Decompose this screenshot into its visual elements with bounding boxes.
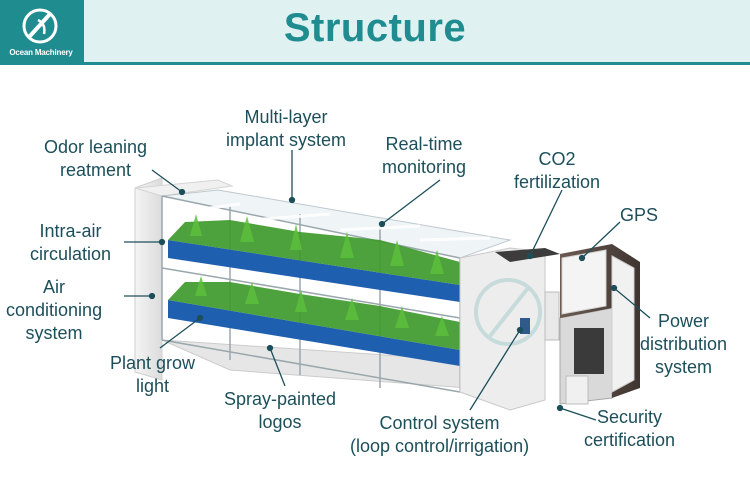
logo-badge	[0, 0, 84, 64]
label-spray-painted-logos: Spray-painted logos	[224, 389, 337, 432]
upper-plants	[168, 220, 460, 285]
label-odor-treatment: Odor leaning reatment	[44, 137, 148, 180]
label-multi-layer-system: Multi-layer implant system	[226, 107, 347, 150]
label-plant-grow-light: Plant grow light	[110, 353, 196, 396]
label-real-time-monitoring: Real-time monitoring	[382, 134, 467, 177]
ocean-watermark-icon	[474, 278, 542, 346]
co2-tank	[544, 291, 560, 341]
label-intra-air-circulation: Intra-air circulation	[30, 221, 112, 264]
upper-plant-tray	[168, 240, 460, 302]
logo-text: Ocean Machinery	[9, 48, 73, 57]
label-co2-fertilization: CO2 fertilization	[514, 149, 601, 192]
lower-plants	[168, 282, 460, 350]
label-power-distribution: Power distribution system	[640, 311, 728, 377]
control-panel	[520, 318, 530, 334]
label-air-conditioning: Air conditioning system	[6, 277, 103, 343]
page-title: Structure	[283, 6, 467, 50]
lower-plant-tray	[168, 300, 460, 366]
label-control-system: Control system (loop control/irrigation)	[350, 413, 530, 456]
label-gps: GPS	[620, 205, 659, 225]
label-security-certification: Security certification	[584, 407, 676, 450]
header-divider	[0, 62, 750, 65]
brand-logo-icon	[22, 8, 58, 44]
header-bar	[0, 0, 750, 64]
control-room-wall	[459, 247, 546, 411]
label-leader-lines	[124, 150, 651, 421]
container-end-wall	[134, 177, 163, 381]
grow-light-strips	[179, 202, 491, 242]
